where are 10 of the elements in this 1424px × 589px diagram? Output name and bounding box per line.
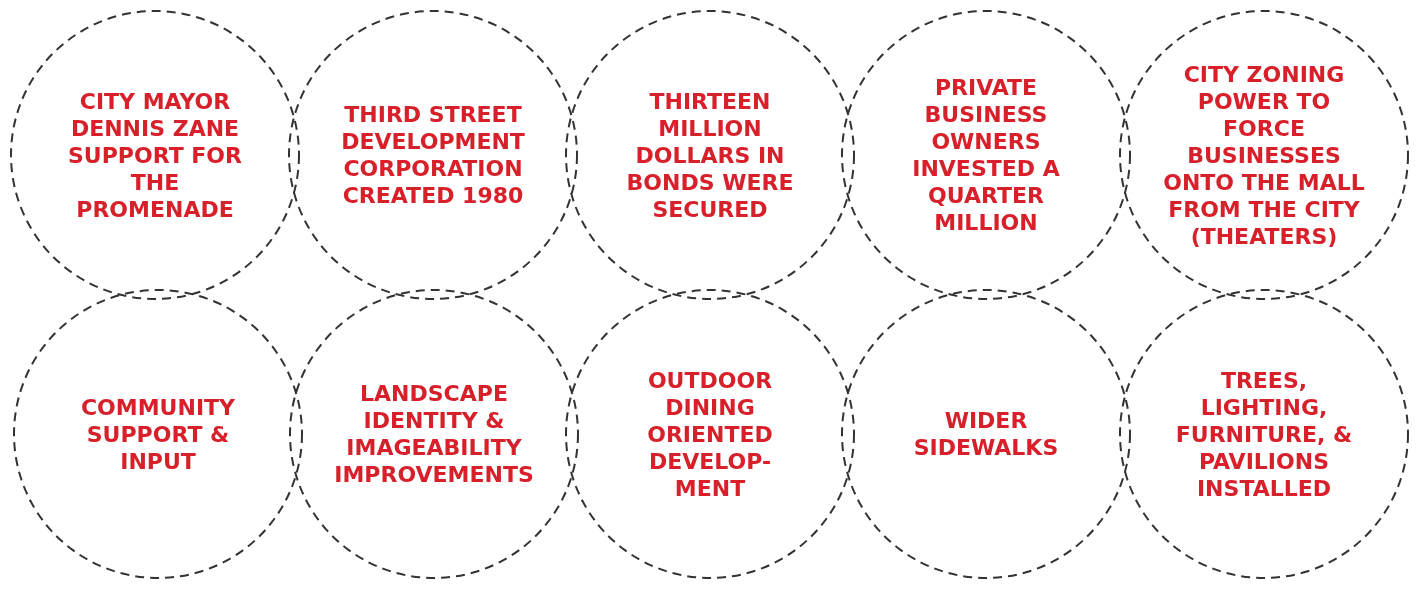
circle-text: PRIVATE BUSINESS OWNERS INVESTED A QUARTER MILLION <box>911 74 1061 236</box>
circle-text: CITY MAYOR DENNIS ZANE SUPPORT FOR THE PROMENADE <box>67 87 243 223</box>
circle-text: WIDER SIDEWALKS <box>912 407 1060 461</box>
circle-text: THIRTEEN MILLION DOLLARS IN BONDS WERE SECURED <box>625 87 795 223</box>
circle-text: OUTDOOR DINING ORIENTED DEVELOP- MENT <box>646 366 774 502</box>
circle-text: COMMUNITY SUPPORT & INPUT <box>79 393 236 475</box>
circle-text: THIRD STREET DEVELOPMENT CORPORATION CREATED 1980 <box>340 101 526 209</box>
circle-text: CITY ZONING POWER TO FORCE BUSINESSES ONTO THE MALL FROM THE CITY (THEATERS) <box>1162 60 1366 250</box>
circle-text: LANDSCAPE IDENTITY & IMAGEABILITY IMPROVEMENTS <box>333 380 535 488</box>
circle-text: TREES, LIGHTING, FURNITURE, & PAVILIONS INSTALLED <box>1174 366 1354 502</box>
